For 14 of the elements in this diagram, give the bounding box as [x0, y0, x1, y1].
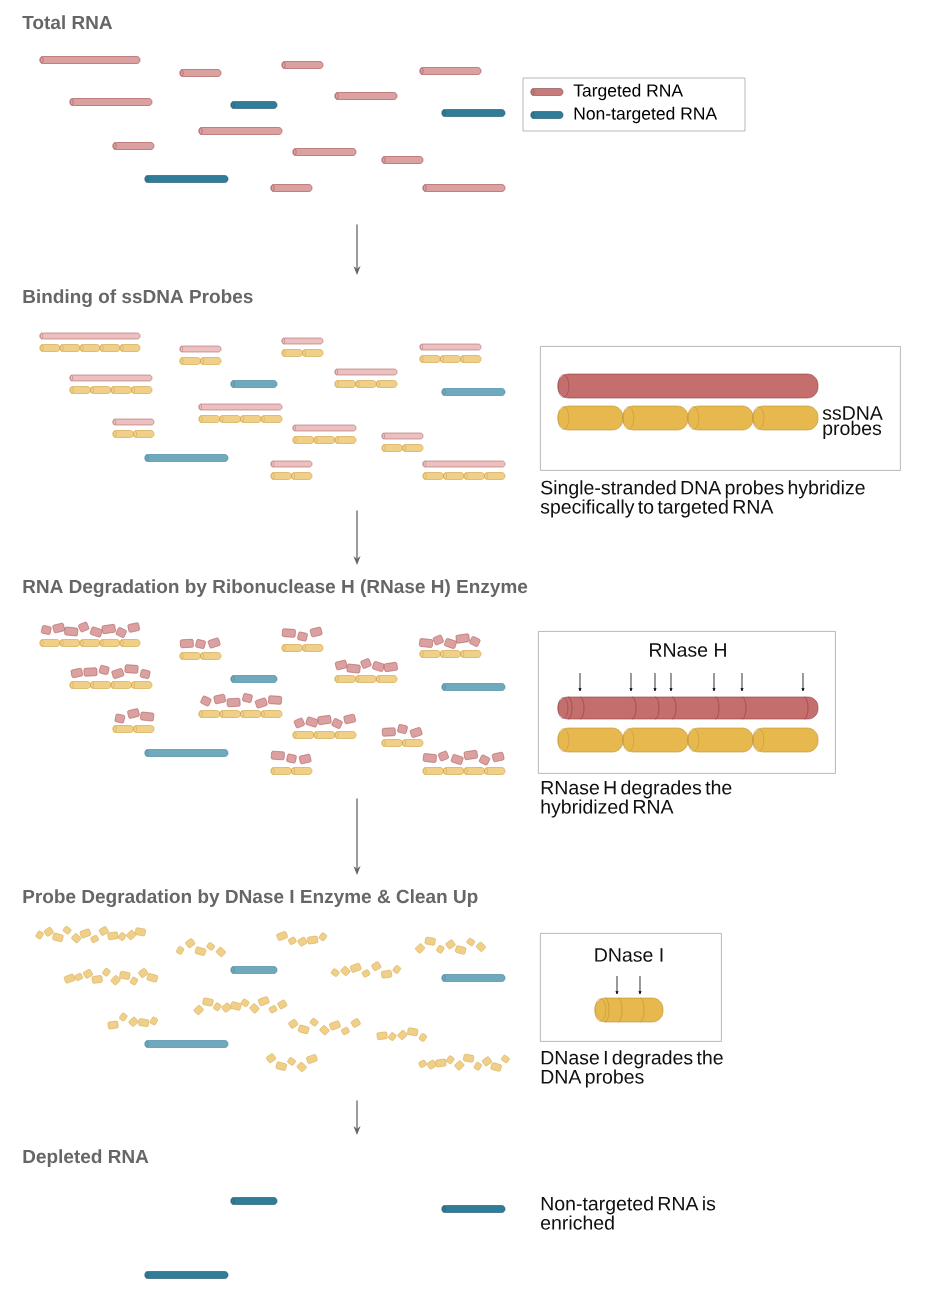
- caption-text: Single-stranded DNA probes hybridize specifically to targeted RNA: [540, 480, 865, 518]
- inset-box: ssDNA probes: [540, 346, 901, 471]
- inset-box: RNase H: [538, 631, 836, 774]
- stage-heading: Depleted RNA: [23, 1149, 149, 1167]
- stage-heading: Binding of ssDNA Probes: [23, 289, 253, 307]
- caption-text: RNase H degrades the hybridized RNA: [541, 780, 732, 818]
- stage-heading: Total RNA: [22, 15, 113, 30]
- inset-box: DNase I: [540, 933, 722, 1042]
- stage-heading: Probe Degradation by DNase I Enzyme & Clean Up: [23, 889, 478, 907]
- caption-text: DNase I degrades the DNA probes: [541, 1050, 723, 1088]
- caption-text: Non-targeted RNA is enriched: [541, 1196, 716, 1230]
- legend-label: Targeted RNA: [573, 83, 684, 101]
- legend-label: Non-targeted RNA: [574, 106, 718, 124]
- stage-heading: RNA Degradation by Ribonuclease H (RNase H) Enzyme: [23, 579, 528, 597]
